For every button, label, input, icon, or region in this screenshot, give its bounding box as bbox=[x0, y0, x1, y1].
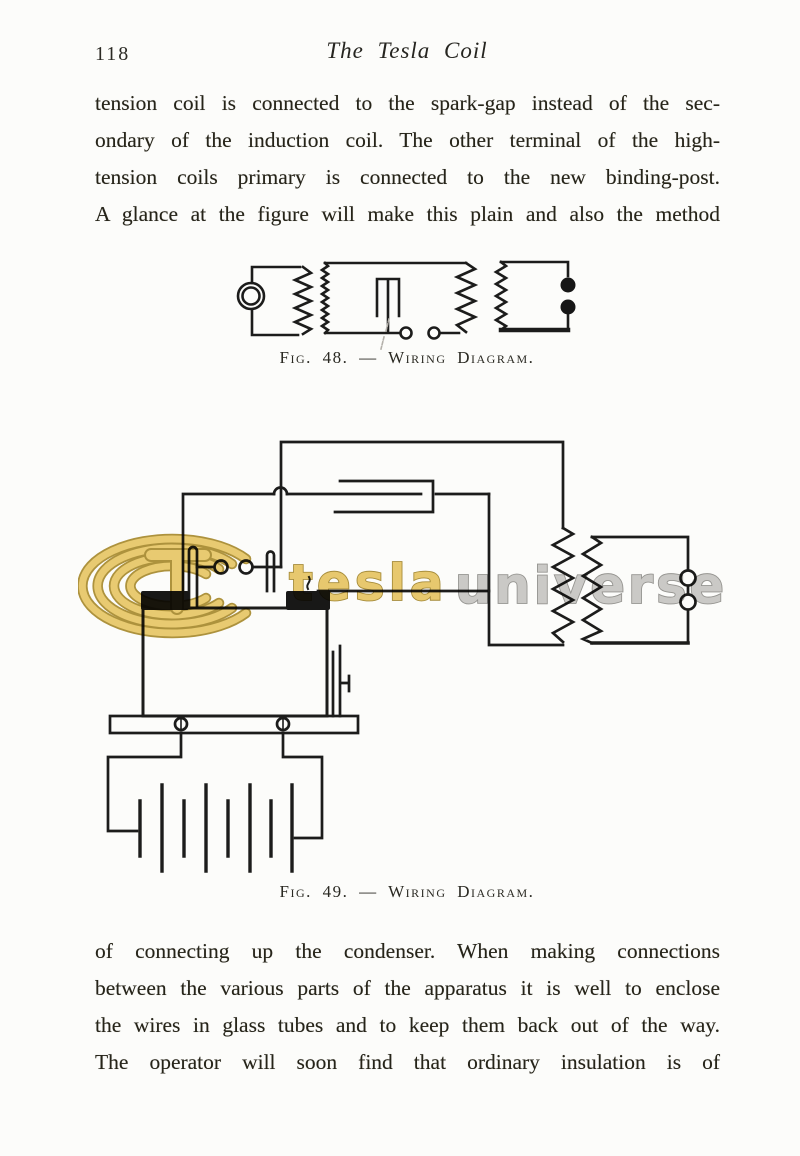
intro-paragraph: tension coil is connected to the spark-g… bbox=[95, 85, 720, 233]
fig49-condenser-bank bbox=[106, 731, 324, 873]
fig49-discharge-loop bbox=[579, 535, 697, 645]
text-line: of connecting up the condenser. When mak… bbox=[95, 939, 720, 963]
figure-48-wiring-diagram bbox=[236, 260, 576, 350]
text-line: the wires in glass tubes and to keep the… bbox=[95, 1013, 720, 1037]
page-header: 118 The Tesla Coil bbox=[95, 38, 719, 68]
figure-49-wiring-diagram bbox=[106, 440, 697, 873]
text-line: between the various parts of the apparat… bbox=[95, 976, 720, 1000]
fig49-induction-coil bbox=[108, 545, 360, 735]
text-line: ondary of the induction coil. The other … bbox=[95, 128, 720, 152]
figure-49-caption: Fig. 49. — Wiring Diagram. bbox=[279, 882, 535, 901]
figure-48-caption: Fig. 48. — Wiring Diagram. bbox=[279, 348, 535, 367]
closing-paragraph: of connecting up the condenser. When mak… bbox=[95, 933, 720, 1081]
text-line: tension coils primary is connected to th… bbox=[95, 165, 720, 189]
text-line: The operator will soon find that ordinar… bbox=[95, 1050, 720, 1074]
text-line: A glance at the figure will make this pl… bbox=[95, 202, 720, 226]
page-number: 118 bbox=[95, 43, 131, 65]
pencil-smudge bbox=[380, 318, 390, 350]
fig48-condenser-loop bbox=[319, 261, 479, 350]
running-title: The Tesla Coil bbox=[326, 38, 488, 63]
fig48-primary-loop bbox=[236, 265, 315, 337]
fig49-outer-circuit bbox=[181, 440, 576, 647]
text-line: tension coil is connected to the spark-g… bbox=[95, 91, 720, 115]
fig48-discharge-loop bbox=[493, 260, 576, 333]
fig49-plate-condenser bbox=[333, 479, 435, 514]
